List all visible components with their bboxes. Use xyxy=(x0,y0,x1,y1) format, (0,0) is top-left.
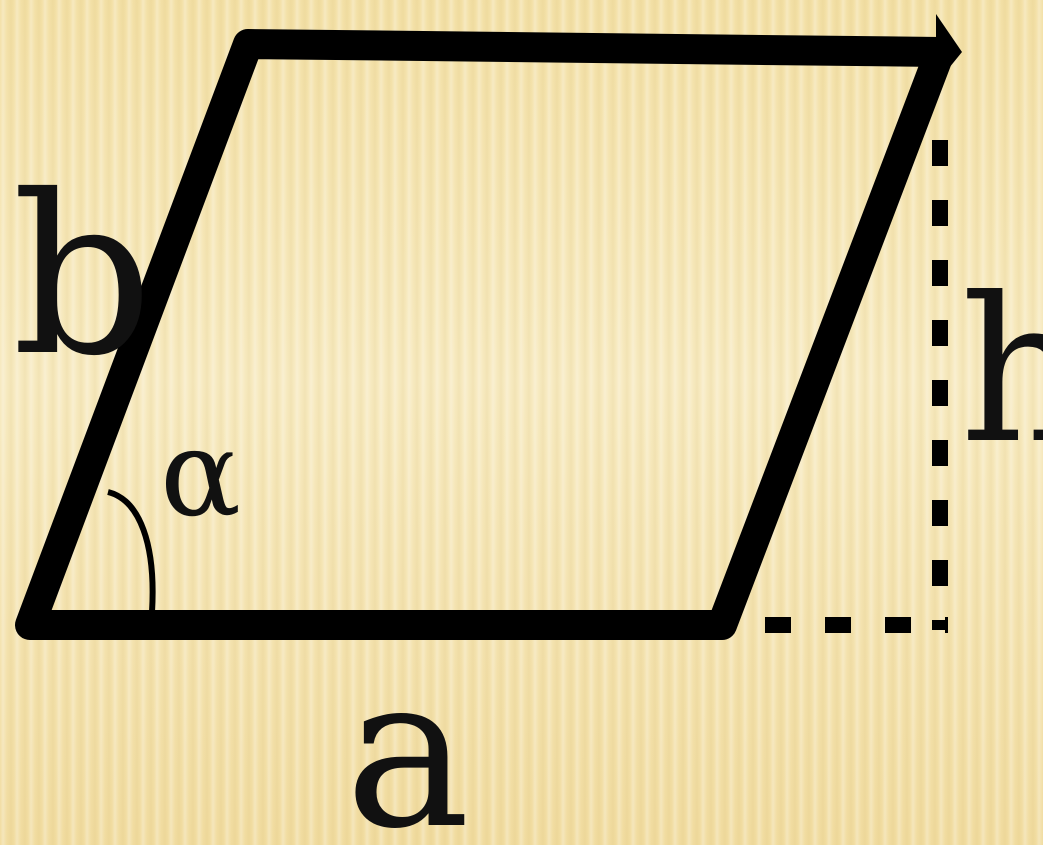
side-label: b xyxy=(12,148,153,404)
arrow-tip xyxy=(936,14,962,84)
angle-label: α xyxy=(160,405,241,544)
angle-arc xyxy=(107,489,156,613)
height-label: h xyxy=(960,255,1043,488)
base-label: a xyxy=(345,630,470,845)
